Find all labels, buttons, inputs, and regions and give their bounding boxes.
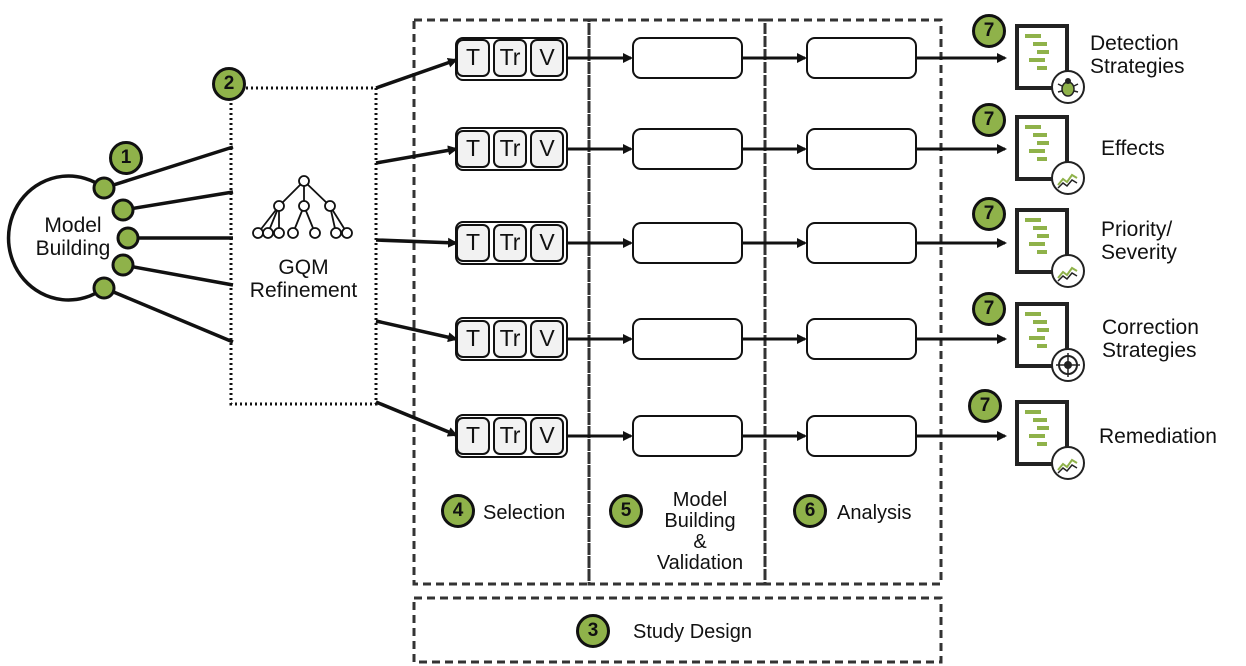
row-arrows: [568, 53, 1007, 441]
report-document-icon: [1015, 400, 1085, 480]
cell-v: V: [530, 130, 564, 168]
outcome-line1: Correction: [1102, 316, 1199, 339]
step-7-badge: 7: [968, 389, 1002, 423]
spoke-line: [103, 286, 234, 344]
validation-box: [632, 222, 743, 264]
outcome-label: Remediation: [1099, 425, 1217, 448]
cell-v: V: [530, 39, 564, 77]
step-7-badge: 7: [972, 14, 1006, 48]
report-document-icon: [1015, 208, 1085, 288]
cell-t: T: [456, 224, 490, 262]
cell-t: T: [456, 39, 490, 77]
outcome-label: Correction Strategies: [1102, 316, 1199, 362]
flow-arrow: [375, 145, 458, 165]
target-icon: [1051, 348, 1085, 382]
step-4-badge: 4: [441, 494, 475, 528]
model-building-line1: Model: [44, 214, 102, 237]
outcome-label: Effects: [1101, 137, 1165, 160]
model-building-line2: Building: [35, 237, 111, 260]
step-1-badge: 1: [109, 141, 143, 175]
model-building-loop: [6, 174, 106, 302]
report-document-icon: [1015, 24, 1085, 104]
step-2-badge: 2: [212, 67, 246, 101]
outcome-label: Priority/ Severity: [1101, 218, 1177, 264]
outcome-line1: Effects: [1101, 137, 1165, 160]
outcome-line2: Strategies: [1090, 55, 1185, 78]
outcome-line2: Strategies: [1102, 339, 1197, 362]
validation-box: [632, 415, 743, 457]
cell-tr: Tr: [493, 320, 527, 358]
goal-tree-icon: [252, 175, 353, 239]
validation-box: [632, 37, 743, 79]
report-document-icon: [1015, 302, 1085, 382]
loop-node: [111, 198, 135, 222]
cell-t: T: [456, 417, 490, 455]
flow-arrow: [375, 57, 458, 90]
loop-node: [111, 253, 135, 277]
spoke-line: [103, 145, 234, 190]
step-7-badge: 7: [972, 292, 1006, 326]
cell-tr: Tr: [493, 417, 527, 455]
cell-tr: Tr: [493, 224, 527, 262]
analysis-box: [806, 128, 917, 170]
cell-v: V: [530, 224, 564, 262]
selection-label: Selection: [483, 502, 566, 524]
validation-line1: Model: [672, 489, 728, 511]
analysis-box: [806, 37, 917, 79]
analysis-label: Analysis: [837, 502, 912, 524]
outcome-line1: Remediation: [1099, 425, 1217, 448]
study-design-label: Study Design: [633, 621, 752, 643]
step-6-badge: 6: [793, 494, 827, 528]
analysis-box: [806, 318, 917, 360]
validation-box: [632, 128, 743, 170]
validation-line2: Building: [664, 510, 736, 532]
analysis-box: [806, 415, 917, 457]
cell-t: T: [456, 130, 490, 168]
report-document-icon: [1015, 115, 1085, 195]
validation-line3: &: [693, 531, 707, 553]
cell-t: T: [456, 320, 490, 358]
selection-column-frame: [412, 18, 591, 586]
flow-arrow: [375, 319, 458, 343]
loop-node: [92, 276, 116, 300]
flow-arrow: [375, 400, 458, 437]
spoke-line: [122, 263, 234, 287]
step-7-badge: 7: [972, 103, 1006, 137]
step-7-badge: 7: [972, 197, 1006, 231]
loop-nodes: [92, 176, 140, 300]
step-5-badge: 5: [609, 494, 643, 528]
loop-node: [92, 176, 116, 200]
cell-tr: Tr: [493, 130, 527, 168]
trend-chart-icon: [1051, 446, 1085, 480]
trend-chart-icon: [1051, 254, 1085, 288]
outcome-line1: Priority/: [1101, 218, 1173, 241]
validation-line4: Validation: [656, 552, 744, 574]
loop-node: [116, 226, 140, 250]
gqm-line2: Refinement: [249, 279, 358, 302]
cell-v: V: [530, 320, 564, 358]
gqm-refinement-box: [229, 86, 378, 406]
validation-box: [632, 318, 743, 360]
cell-tr: Tr: [493, 39, 527, 77]
model-building-label: Model Building: [28, 214, 118, 260]
analysis-box: [806, 222, 917, 264]
gqm-refinement-label: GQM Refinement: [236, 256, 371, 302]
trend-chart-icon: [1051, 161, 1085, 195]
cell-v: V: [530, 417, 564, 455]
step-3-badge: 3: [576, 614, 610, 648]
spoke-line: [122, 190, 234, 212]
bug-icon: [1051, 70, 1085, 104]
study-design-frame: [412, 596, 943, 664]
analysis-column-frame: [763, 18, 943, 586]
outcome-label: Detection Strategies: [1090, 32, 1185, 78]
flow-arrow: [375, 237, 458, 248]
gqm-line1: GQM: [278, 256, 329, 279]
validation-label: Model Building & Validation: [648, 490, 752, 574]
outcome-line1: Detection: [1090, 32, 1179, 55]
outcome-line2: Severity: [1101, 241, 1177, 264]
